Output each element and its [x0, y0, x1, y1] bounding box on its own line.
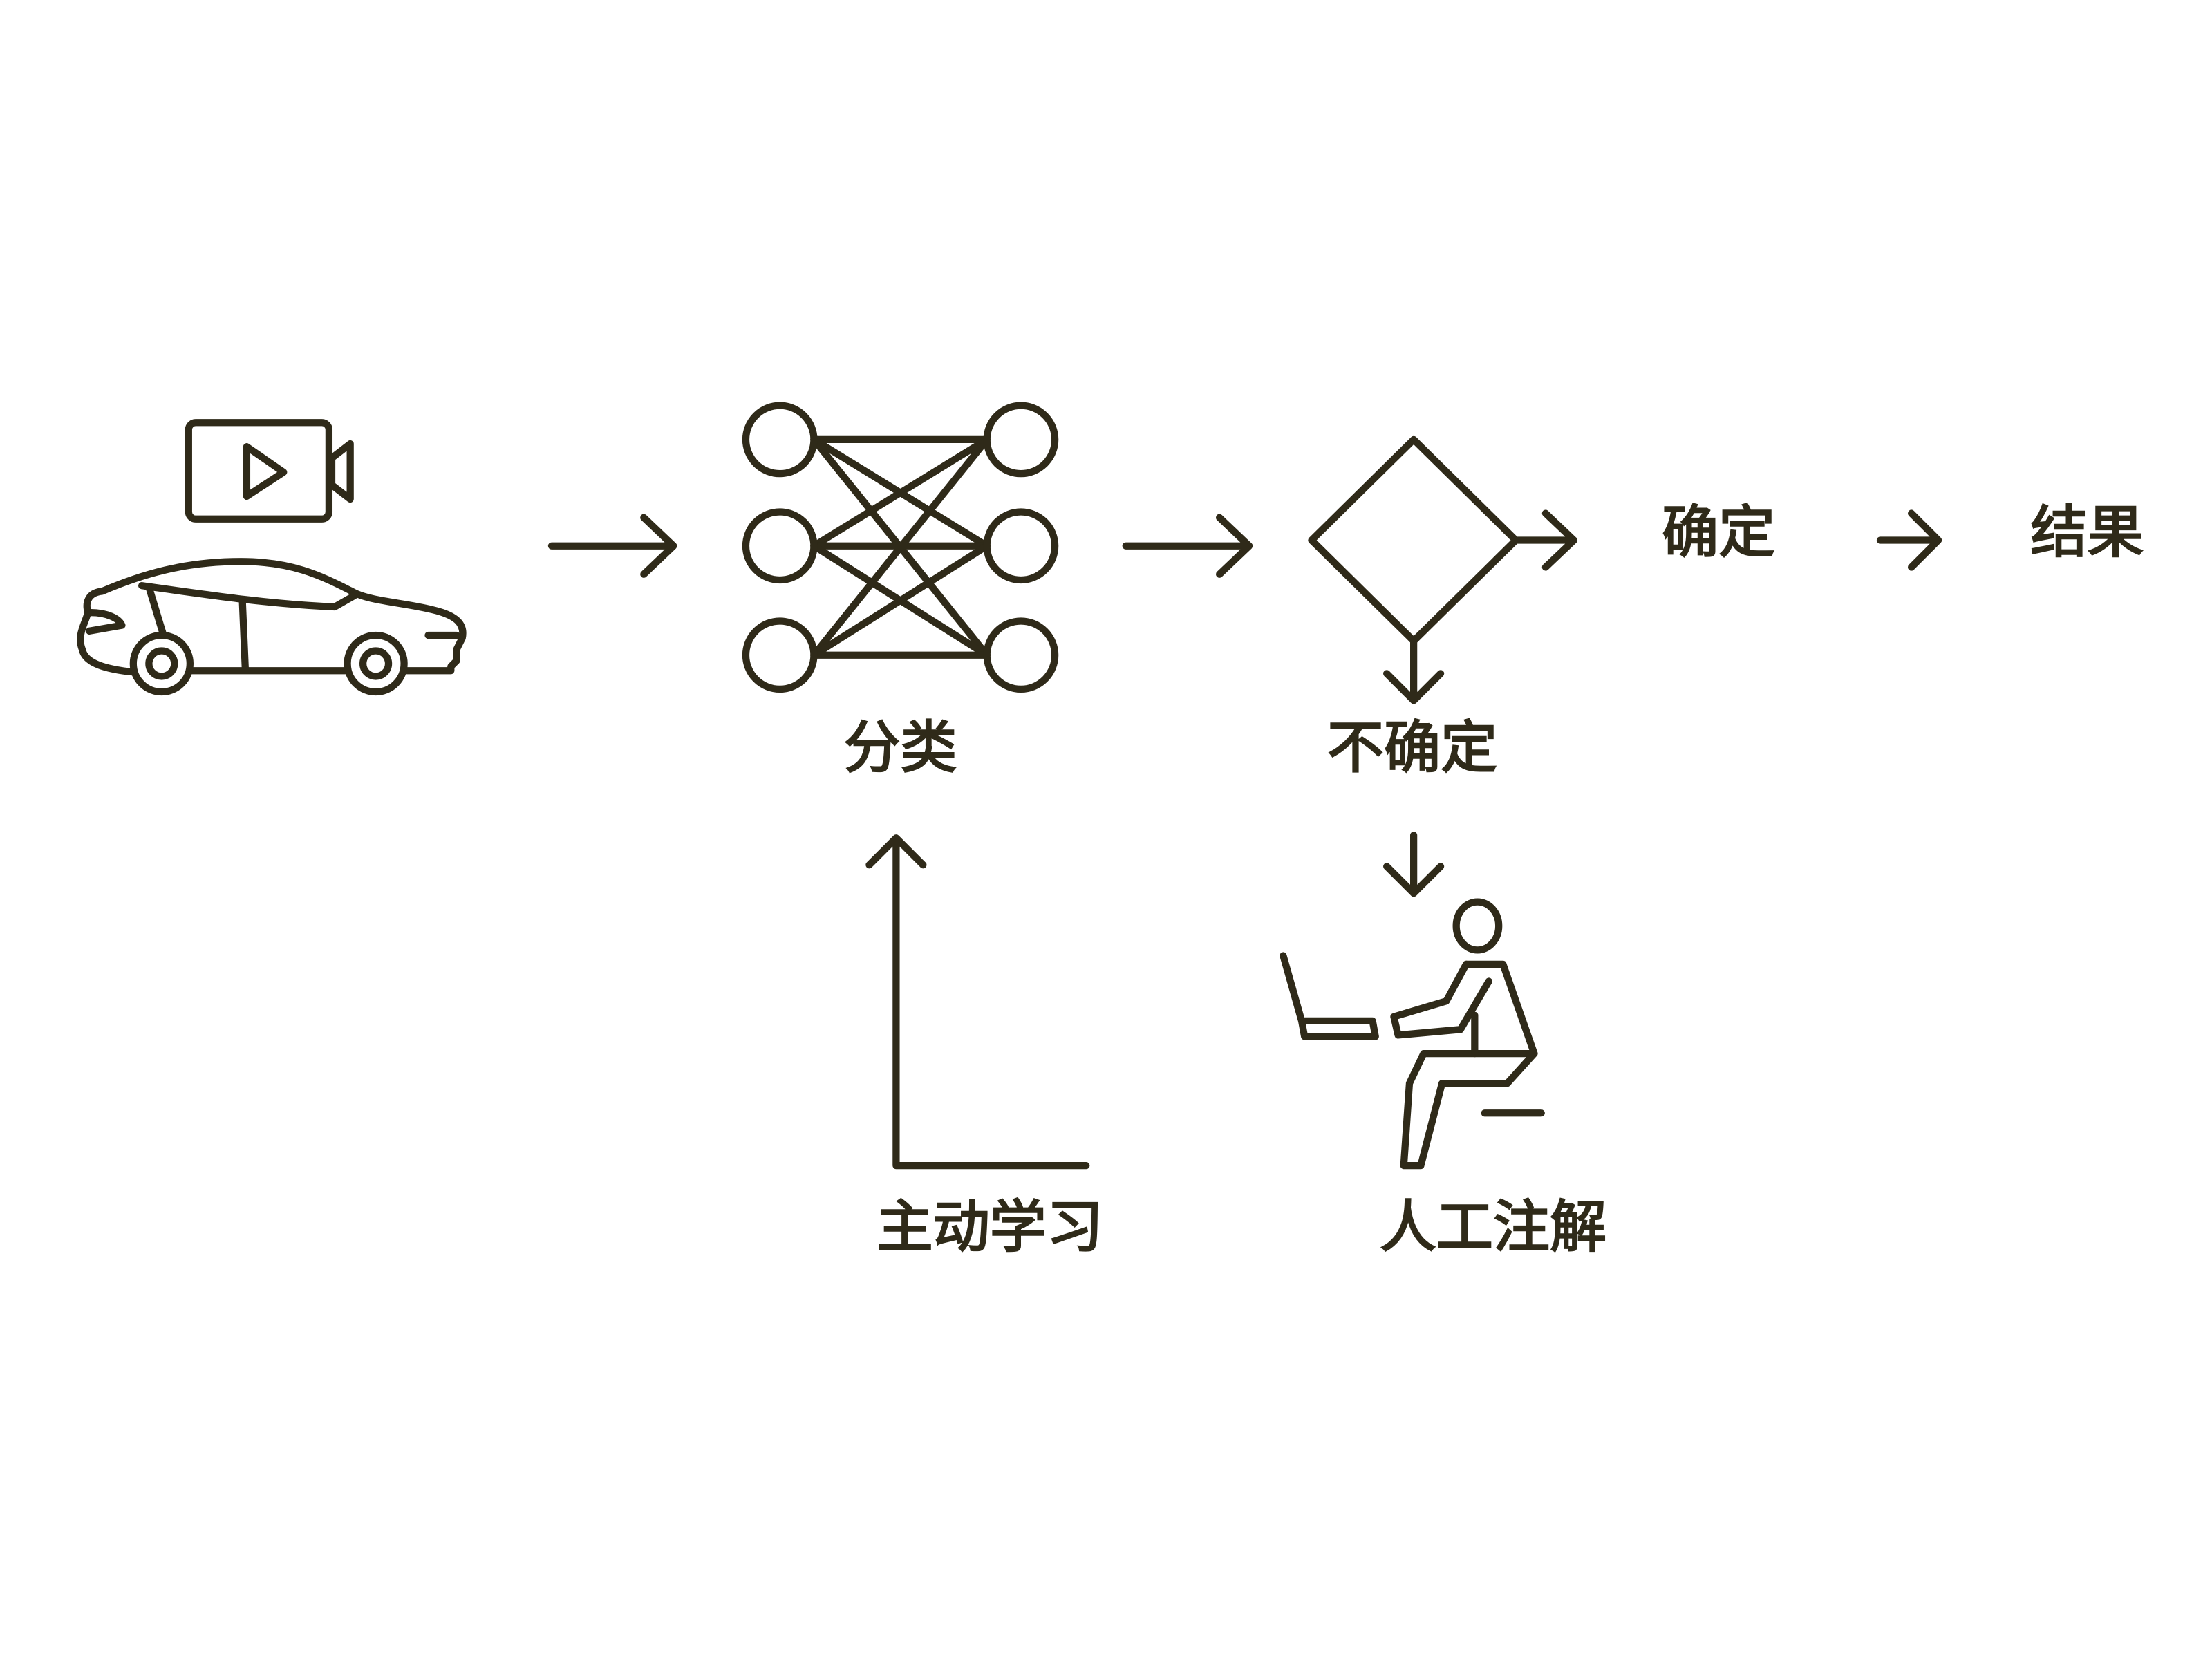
nn-node: [983, 402, 1059, 478]
nn-connection: [810, 435, 991, 550]
decision-diamond-icon: [1308, 435, 1519, 645]
nn-node: [742, 508, 818, 584]
car-icon: [77, 558, 467, 696]
classify-label: 分类: [844, 715, 957, 781]
result-label: 结果: [2030, 500, 2144, 565]
nn-node: [742, 402, 818, 478]
arrow-right-icon: [547, 514, 677, 578]
arrow-right-icon: [1122, 514, 1253, 578]
human-annotation-label: 人工注解: [1380, 1194, 1606, 1260]
person-at-laptop-icon: [1280, 898, 1545, 1170]
arrow-down-icon: [1383, 637, 1445, 704]
uncertain-label: 不确定: [1327, 715, 1497, 781]
nn-node: [983, 508, 1059, 584]
nn-connection: [810, 542, 991, 659]
nn-connection: [810, 435, 991, 659]
feedback-arrow-icon: [865, 834, 1090, 1170]
arrow-right-icon: [1512, 509, 1578, 571]
video-camera-icon: [185, 419, 354, 523]
arrow-down-icon: [1383, 832, 1445, 897]
arrow-right-icon: [1876, 509, 1942, 571]
active-learning-label: 主动学习: [877, 1194, 1103, 1260]
neural-network-icon: [742, 402, 1059, 693]
nn-node: [983, 617, 1059, 693]
nn-node: [742, 617, 818, 693]
certain-label: 确定: [1662, 500, 1775, 565]
